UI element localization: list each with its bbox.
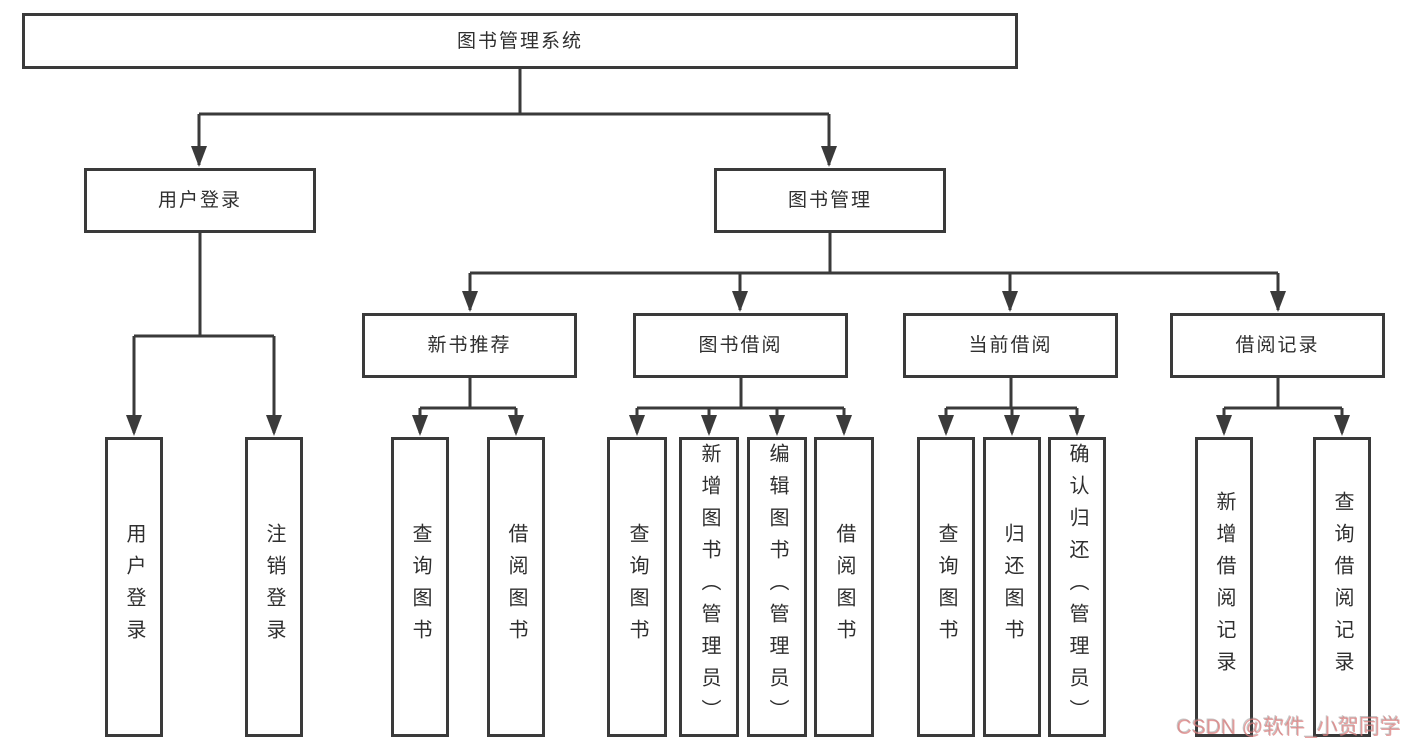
node-current-borrow: 当前借阅 bbox=[903, 313, 1118, 378]
node-book-management: 图书管理 bbox=[714, 168, 946, 233]
leaf-logout: 注销登录 bbox=[245, 437, 303, 737]
node-user-login: 用户登录 bbox=[84, 168, 316, 233]
leaf-query-borrow-record: 查询借阅记录 bbox=[1313, 437, 1371, 737]
leaf-edit-book-admin: 编辑图书（管理员） bbox=[747, 437, 807, 737]
leaf-user-login: 用户登录 bbox=[105, 437, 163, 737]
branch-book-mgmt bbox=[468, 233, 1280, 310]
leaf-confirm-return-admin: 确认归还（管理员） bbox=[1048, 437, 1106, 737]
leaf-query-books-recommend: 查询图书 bbox=[391, 437, 449, 737]
leaf-borrow-books-recommend: 借阅图书 bbox=[487, 437, 545, 737]
node-new-book-recommend: 新书推荐 bbox=[362, 313, 577, 378]
leaf-query-books-borrow: 查询图书 bbox=[607, 437, 667, 737]
branch-root bbox=[197, 69, 831, 165]
branch-user-login bbox=[132, 233, 276, 433]
node-borrow-records: 借阅记录 bbox=[1170, 313, 1385, 378]
leaf-add-borrow-record: 新增借阅记录 bbox=[1195, 437, 1253, 737]
branch-borrow-records bbox=[1222, 378, 1344, 433]
leaf-add-book-admin: 新增图书（管理员） bbox=[679, 437, 739, 737]
leaf-return-book: 归还图书 bbox=[983, 437, 1041, 737]
branch-book-borrow bbox=[635, 378, 846, 433]
node-book-borrow: 图书借阅 bbox=[633, 313, 848, 378]
leaf-borrow-books: 借阅图书 bbox=[814, 437, 874, 737]
node-root-system: 图书管理系统 bbox=[22, 13, 1018, 69]
branch-new-book bbox=[418, 378, 518, 433]
csdn-watermark: CSDN @软件_小贺同学 bbox=[1176, 716, 1401, 739]
leaf-query-books-current: 查询图书 bbox=[917, 437, 975, 737]
